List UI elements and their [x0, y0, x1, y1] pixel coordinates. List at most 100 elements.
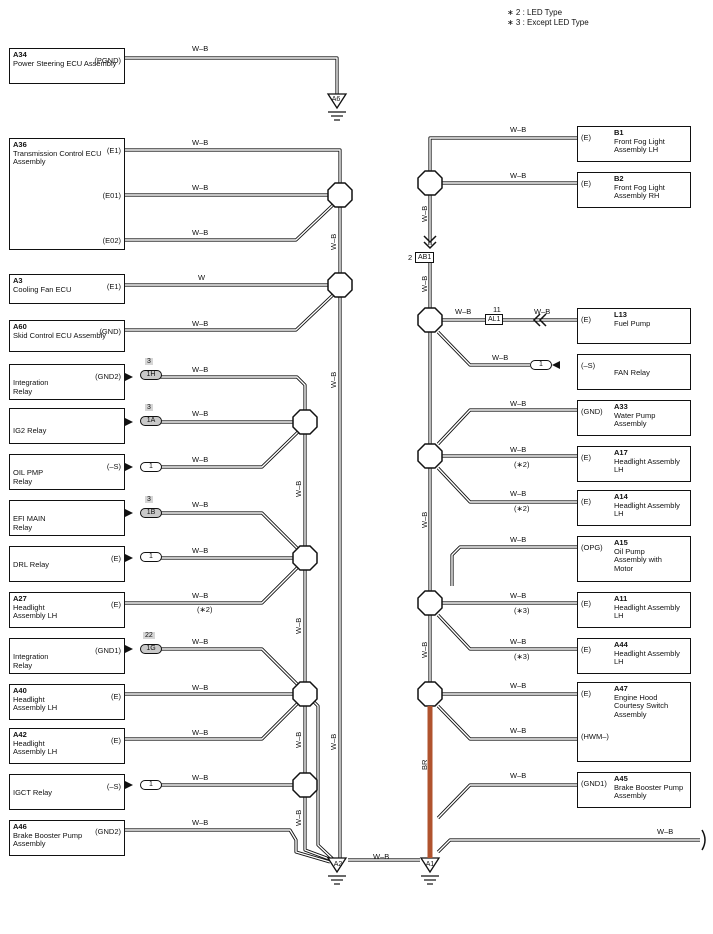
arrow-right-icon: [125, 554, 133, 562]
wire-a34-a6: [125, 56, 339, 94]
al1-number: 11: [493, 305, 501, 314]
wire-label: W–B: [657, 827, 674, 836]
wire-label: W–B: [510, 637, 527, 646]
component-ig2-relay: IG2 Relay: [9, 408, 125, 444]
wire-label: W–B: [192, 546, 209, 555]
splice-point: [292, 681, 318, 707]
a17-note: (∗2): [514, 460, 530, 469]
component-igct-relay: IGCT Relay (–S): [9, 774, 125, 810]
arrow-right-icon: [125, 373, 133, 381]
wire-oil-pmp: [150, 430, 300, 469]
wire-label-vertical: BR: [420, 759, 429, 770]
wire-core: [437, 839, 700, 853]
wire-label: W–B: [492, 353, 509, 362]
splice-point: [292, 545, 318, 571]
conn-1h-number: 3: [145, 358, 153, 365]
wire-label: W–B: [510, 591, 527, 600]
wire-trunk-a36: [125, 148, 342, 858]
conn-1a-number: 3: [145, 404, 153, 411]
wire-a46: [125, 828, 331, 864]
splice-point: [327, 272, 353, 298]
wire-core: [150, 431, 299, 468]
component-oil-pmp-relay: OIL PMP Relay (–S): [9, 454, 125, 490]
arrow-right-icon: [125, 645, 133, 653]
wire-core: [125, 829, 331, 863]
wire-core: [125, 149, 341, 858]
wire-core: [429, 137, 577, 245]
wire-label: W–B: [192, 409, 209, 418]
wire-label-vertical: W–B: [329, 233, 338, 250]
ground-a2-label: A2: [333, 861, 343, 868]
wire-label-vertical: W–B: [294, 480, 303, 497]
component-integration-relay-gnd2: Integration Relay (GND2): [9, 364, 125, 400]
splice-point: [417, 170, 443, 196]
wire-label: W–B: [192, 818, 209, 827]
wire-label: W–B: [192, 455, 209, 464]
wire-label: W–B: [192, 683, 209, 692]
connector-1a: 1A: [140, 416, 162, 426]
wire-a42: [125, 702, 299, 741]
arrow-right-icon: [125, 463, 133, 471]
wire-core: [437, 467, 577, 503]
wire-label: W–B: [510, 171, 527, 180]
conn-1b-number: 3: [145, 496, 153, 503]
wire-label-vertical: W–B: [420, 641, 429, 658]
legend-except-led: ∗ 3 : Except LED Type: [507, 18, 589, 27]
connector-fan-relay: 1: [530, 360, 552, 370]
conn-1g-number: 22: [143, 632, 155, 639]
wire-label: W–B: [192, 591, 209, 600]
wire-label: W–B: [192, 228, 209, 237]
wire-a45: [436, 783, 577, 820]
wire-label-vertical: W–B: [294, 617, 303, 634]
wire-core: [437, 331, 530, 366]
wire-label: W–B: [455, 307, 472, 316]
wire-core: [437, 614, 577, 650]
wire-far-right: [436, 838, 700, 854]
splice-point: [417, 590, 443, 616]
ab1-number: 2: [408, 253, 413, 262]
wire-core: [437, 784, 577, 819]
wire-label: W–B: [510, 399, 527, 408]
wire-label: W–B: [510, 771, 527, 780]
splice-point: [327, 182, 353, 208]
wire-a14: [436, 466, 577, 504]
wire-label: W–B: [510, 681, 527, 690]
arrow-right-icon: [125, 418, 133, 426]
connector-igct: 1: [140, 780, 162, 790]
splice-point: [417, 681, 443, 707]
wire-a47-hwm: [436, 704, 577, 741]
wire-core: [125, 203, 335, 241]
connector-1h: 1H: [140, 370, 162, 380]
wire-label: W: [198, 273, 206, 282]
wire-fan: [436, 330, 530, 367]
wire-label-vertical: W–B: [420, 275, 429, 292]
wire-a15: [450, 545, 577, 586]
wire-core: [150, 376, 333, 861]
wire-core: [125, 57, 338, 94]
wire-label: W–B: [373, 852, 390, 861]
wire-continuation-mark: [701, 829, 706, 851]
wire-core: [150, 648, 298, 685]
arrow-left-icon: [552, 361, 560, 369]
wire-label: W–B: [192, 500, 209, 509]
chevron-left-icon: [532, 313, 547, 327]
wire-core: [125, 567, 298, 604]
wire-label-vertical: W–B: [294, 731, 303, 748]
ground-a6-label: A6: [331, 96, 341, 103]
wire-b1: [428, 136, 577, 245]
ground-triangle: [326, 93, 348, 110]
a44-note: (∗3): [514, 652, 530, 661]
